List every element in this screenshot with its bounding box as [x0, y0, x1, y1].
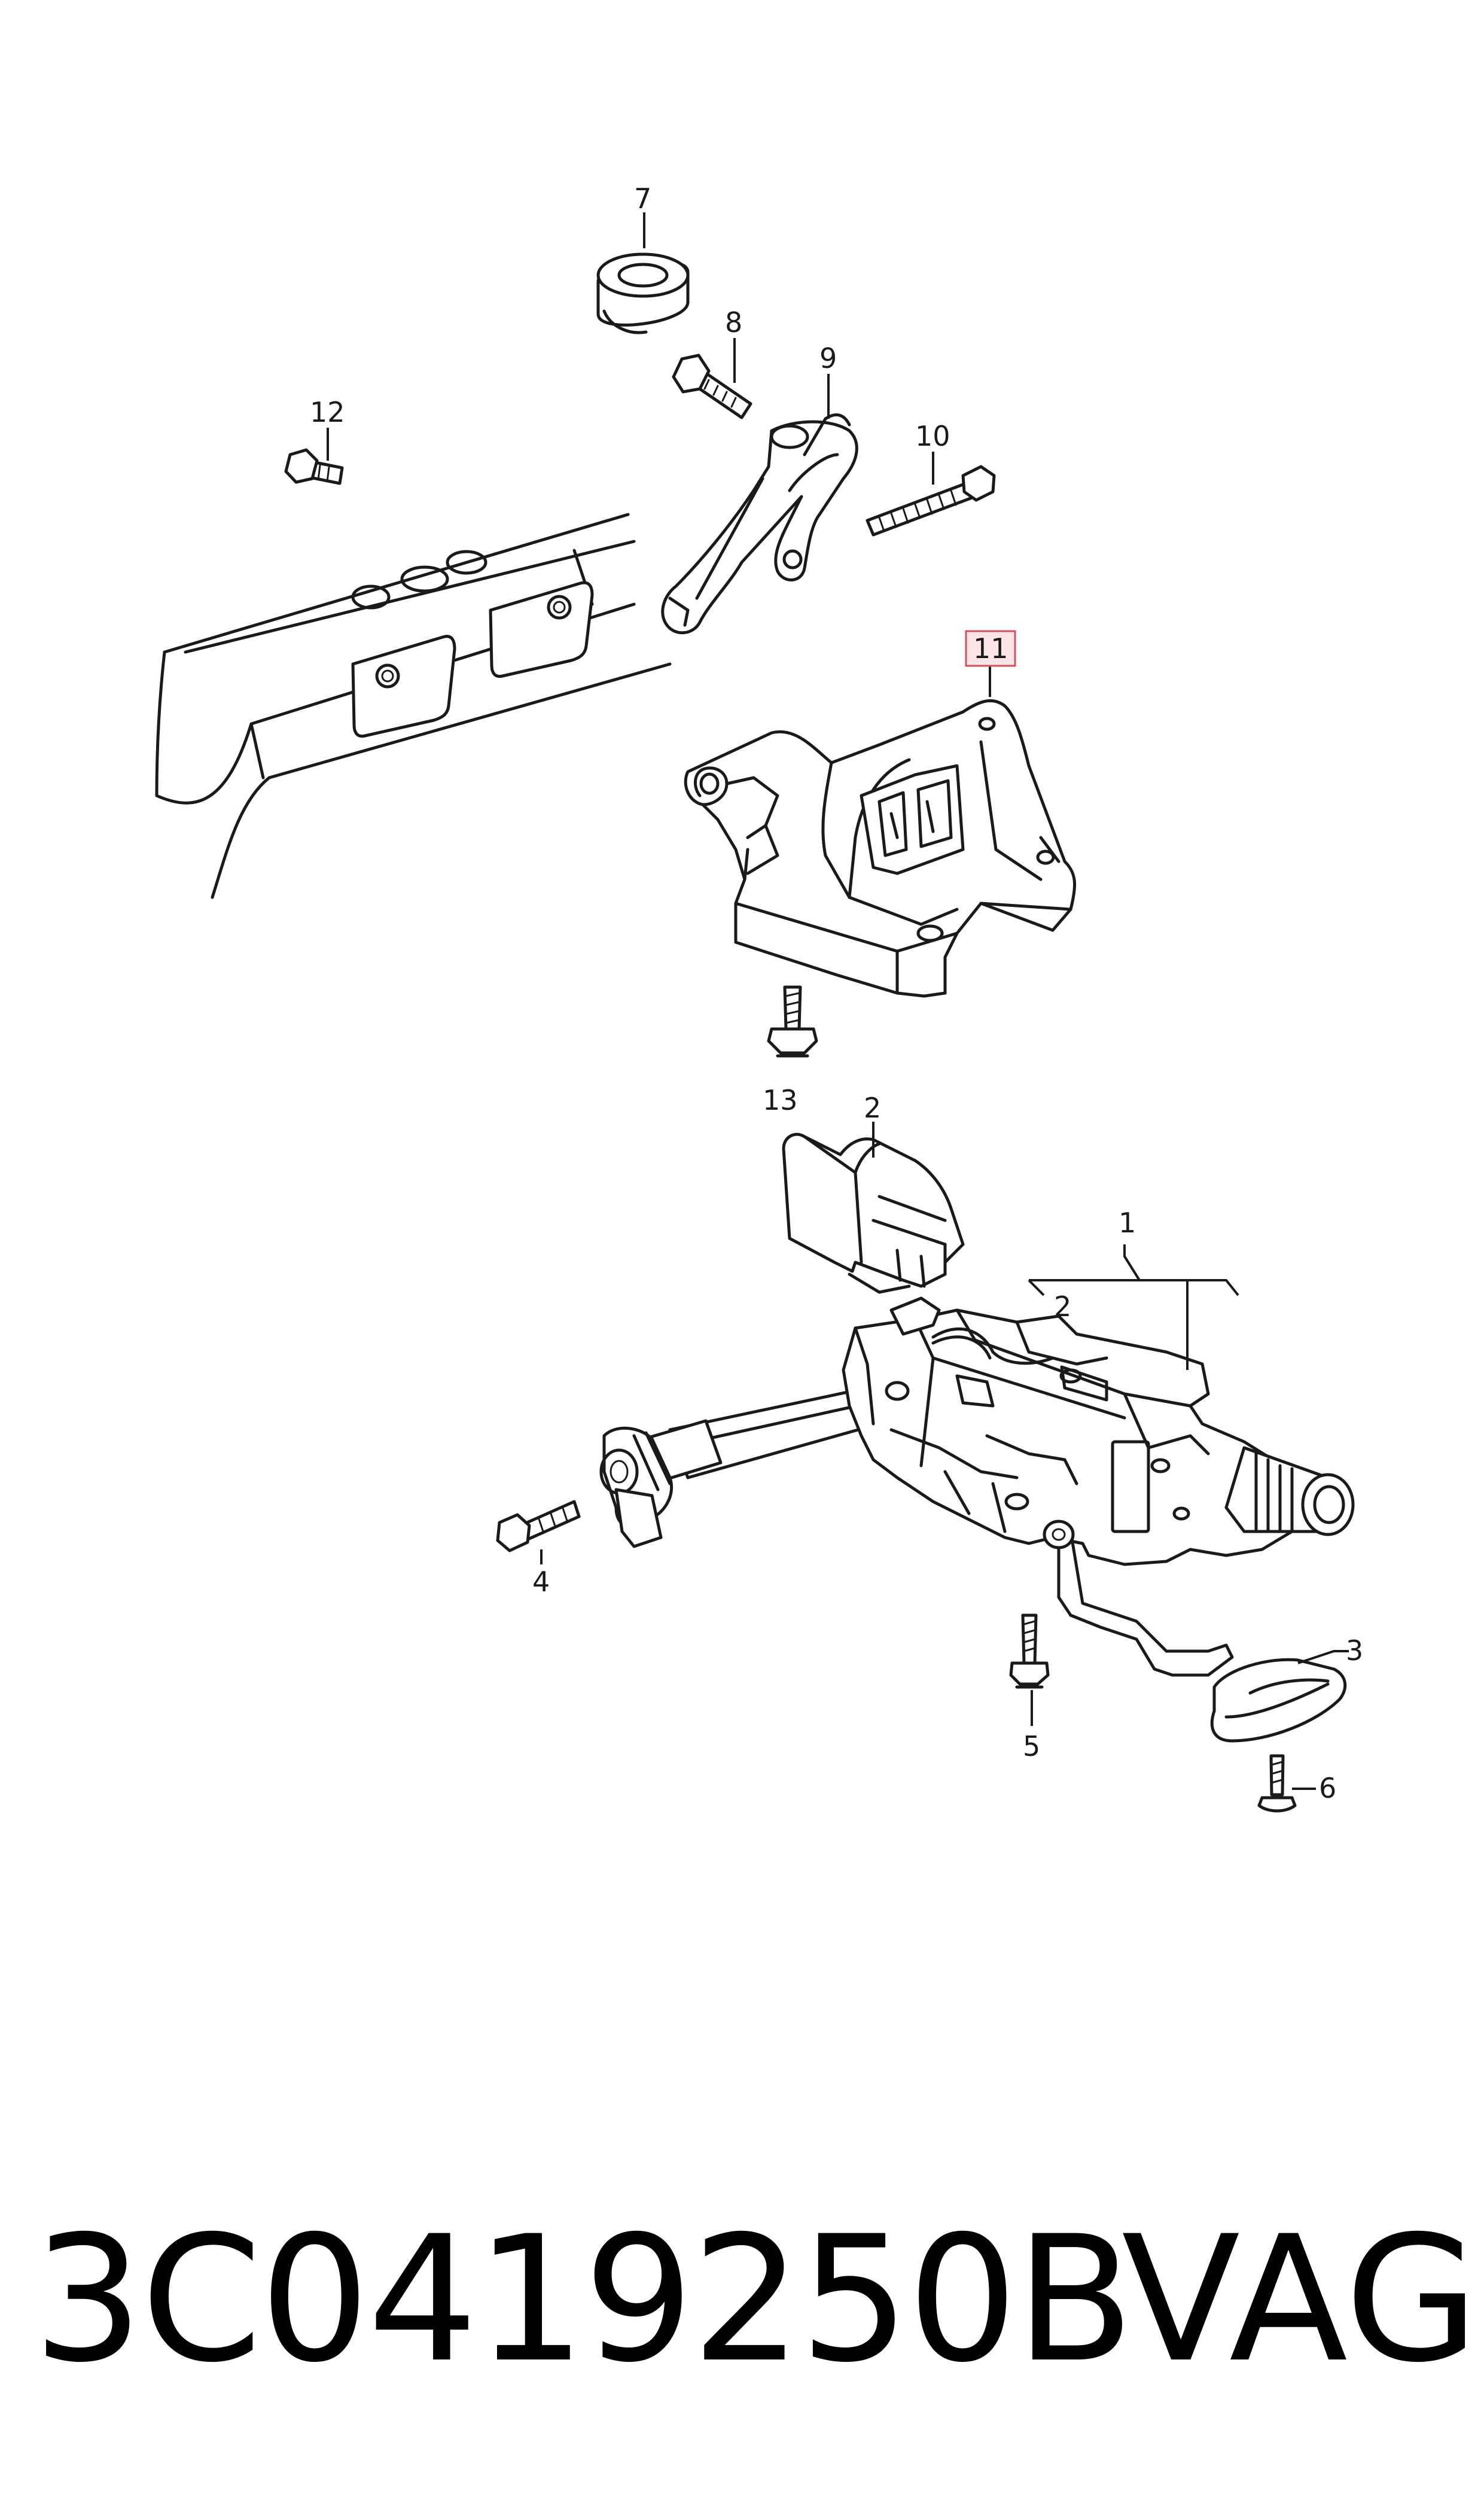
callout-13: 13 [763, 1084, 798, 1116]
callout-6: 6 [1319, 1772, 1336, 1804]
callout-2-bracket: 2 [1054, 1290, 1071, 1323]
column-bracket-part-11 [684, 699, 1077, 998]
leader-lines [327, 212, 1349, 1790]
callout-11-highlight [965, 630, 1016, 667]
lock-housing-part-2 [782, 1132, 965, 1294]
callout-1: 1 [1119, 1207, 1136, 1239]
bolt-part-10 [866, 465, 996, 537]
callout-3: 3 [1346, 1634, 1363, 1667]
callout-8: 8 [725, 306, 742, 339]
bolt-part-4 [496, 1500, 581, 1552]
callout-4: 4 [532, 1566, 550, 1598]
callout-labels: 7 8 9 10 12 11 13 2 1 2 4 5 3 6 [310, 182, 1363, 1804]
bolt-part-8 [672, 354, 752, 419]
trim-cover-part-3 [1210, 1658, 1347, 1743]
brand-label: VAG [1122, 2199, 1479, 2401]
steering-column-part-1 [599, 1296, 1355, 1677]
callout-2-lock: 2 [864, 1092, 881, 1124]
part-number-label: 3C0419250B [33, 2199, 1134, 2401]
screw-part-6 [1257, 1754, 1297, 1813]
callout-9: 9 [819, 342, 837, 374]
bolt-part-12 [284, 448, 344, 485]
grommet-part-7 [596, 252, 690, 334]
callout-12: 12 [310, 396, 345, 428]
callout-11: 11 [973, 632, 1008, 665]
bolt-part-5 [1009, 1613, 1050, 1689]
bolt-part-13 [767, 985, 818, 1058]
callout-10: 10 [915, 420, 950, 452]
callout-5: 5 [1023, 1730, 1040, 1762]
cross-member-illustration [155, 513, 672, 899]
callout-7: 7 [634, 182, 651, 215]
bracket-part-9 [661, 413, 858, 635]
